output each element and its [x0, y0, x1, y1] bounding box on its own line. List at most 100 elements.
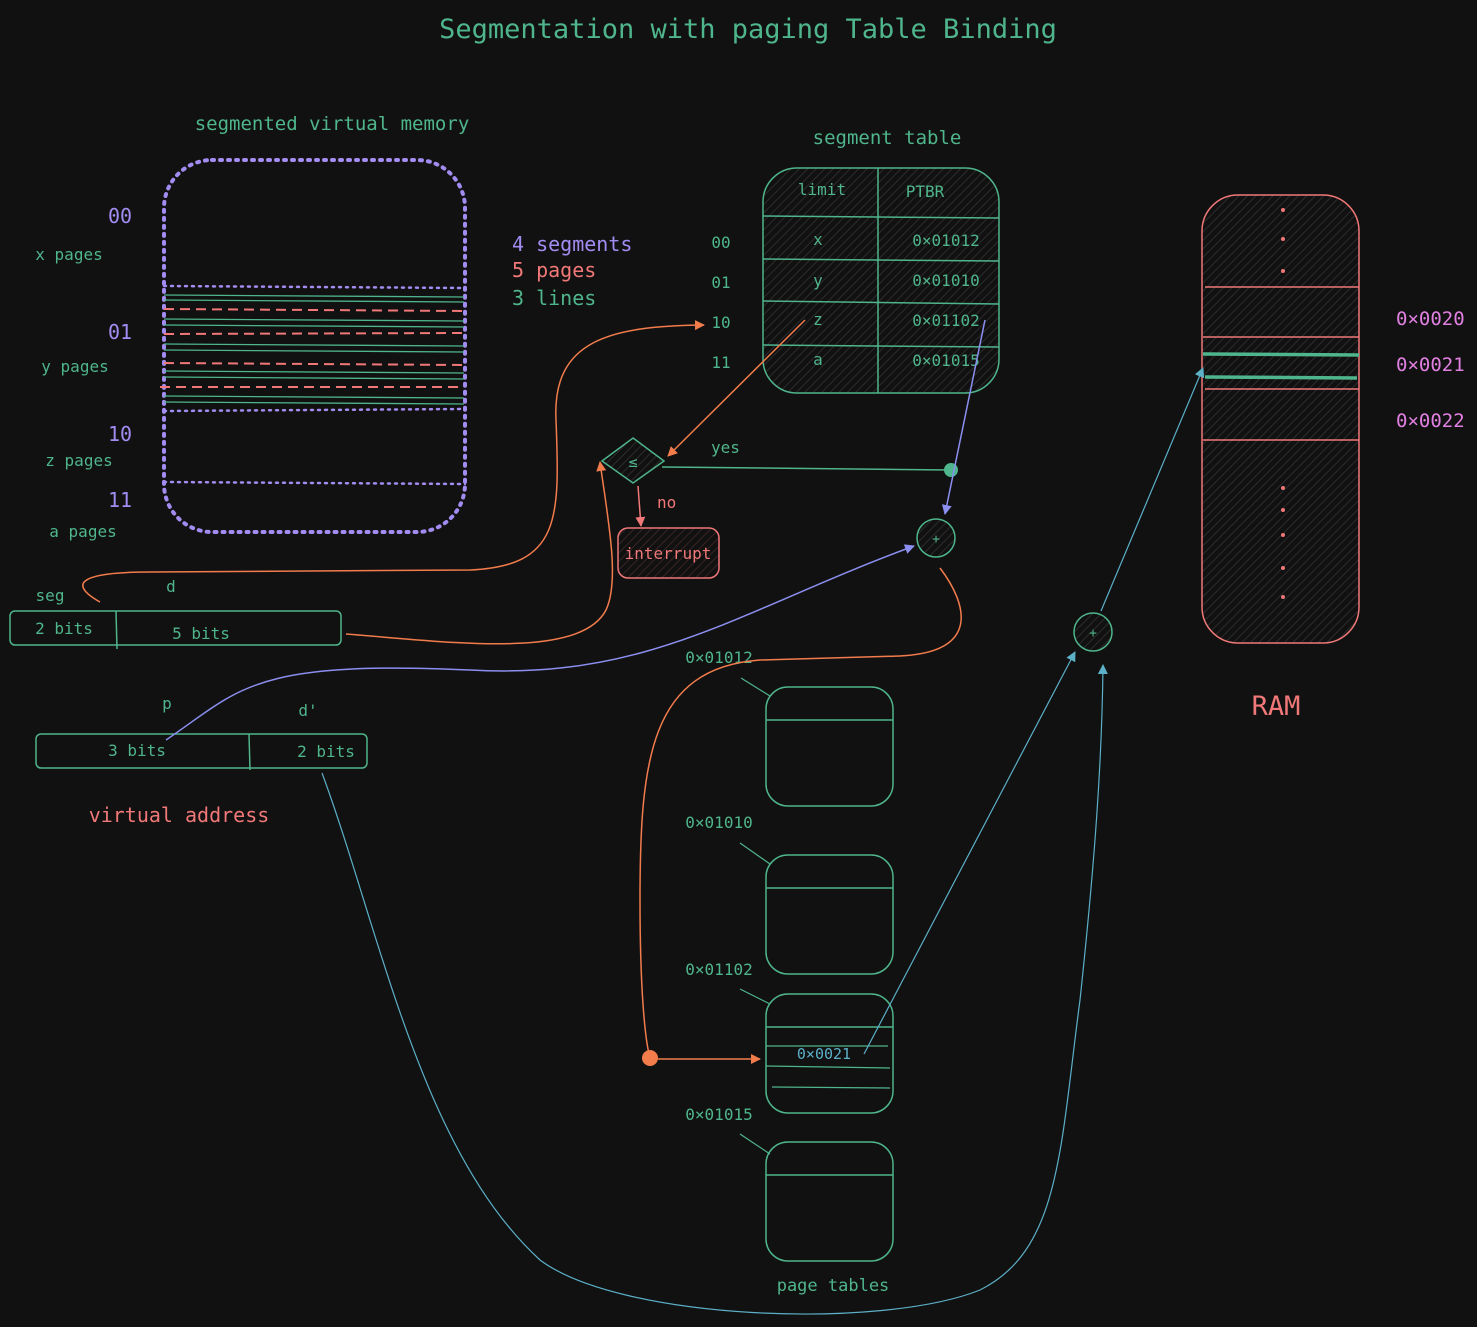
adder-symbol: +	[1089, 626, 1097, 641]
compare-no-label: no	[657, 493, 676, 512]
ram-line-highlight	[1202, 352, 1360, 357]
table-row-divider	[762, 344, 1000, 348]
ram-ellipsis-dot	[1281, 595, 1285, 599]
segment-label: z pages	[45, 451, 112, 470]
memory-line	[163, 343, 465, 347]
ram-frame-address: 0×0022	[1396, 410, 1465, 432]
page-table-entry-line	[771, 1086, 891, 1089]
ram-frame-address: 0×0021	[1396, 354, 1465, 376]
pagetable-entry-dot	[642, 1050, 658, 1066]
table-row-index: 11	[711, 353, 730, 372]
segment-divider	[162, 284, 467, 290]
legend-lines: 3 lines	[512, 286, 596, 310]
frame-adder	[1073, 612, 1113, 652]
virtual-address-title: virtual address	[89, 803, 270, 827]
memory-line	[163, 349, 465, 353]
memory-line	[163, 318, 465, 322]
page-table	[765, 686, 894, 807]
table-row-divider	[762, 300, 1000, 305]
ram-ellipsis-dot	[1281, 533, 1285, 537]
segment-label: y pages	[41, 357, 108, 376]
p-to-adder-arrow	[165, 544, 915, 741]
table-header-limit: limit	[798, 180, 846, 199]
interrupt-box	[617, 527, 720, 579]
diagram-title: Segmentation with paging Table Binding	[439, 14, 1057, 45]
ptbr-adder	[916, 518, 956, 558]
offset-to-adder-arrow	[321, 664, 1108, 1315]
memory-line	[163, 395, 465, 399]
legend-pages: 5 pages	[512, 258, 596, 282]
seg-bits: 2 bits	[35, 619, 93, 638]
page-table-address: 0×01015	[685, 1105, 752, 1124]
segment-divider	[162, 480, 467, 486]
dprime-bits: 2 bits	[297, 742, 355, 761]
compare-yes-label: yes	[711, 438, 740, 457]
segment-id: 11	[108, 488, 132, 512]
adder-to-pagetable-path	[639, 567, 962, 1059]
legend-segments: 4 segments	[512, 232, 632, 256]
seg-to-table-arrow	[82, 320, 705, 603]
address-field-divider	[115, 610, 118, 650]
page-table-leader	[739, 1133, 771, 1155]
segment-table-title: segment table	[813, 127, 962, 149]
page-boundary	[163, 332, 465, 335]
page-boundary	[163, 308, 465, 312]
page-boundary	[163, 362, 465, 366]
memory-line	[163, 370, 465, 374]
page-tables-title: page tables	[777, 1276, 890, 1296]
table-row-index: 10	[711, 313, 730, 332]
seg-field-label: seg	[36, 586, 65, 605]
memory-line	[163, 376, 465, 380]
d-to-compare-arrow	[345, 461, 614, 645]
page-table-leader	[739, 988, 771, 1005]
adder-symbol: +	[932, 532, 940, 547]
table-row-index: 00	[711, 233, 730, 252]
dprime-field-label: d'	[298, 701, 317, 720]
segment-label: x pages	[35, 245, 102, 264]
d-field-label: d	[166, 577, 176, 596]
memory-line	[163, 299, 465, 303]
seg-d-address-box	[9, 610, 342, 646]
memory-line	[163, 294, 465, 298]
page-table-address: 0×01010	[685, 813, 752, 832]
ptbr-to-adder-arrow	[941, 319, 986, 515]
page-table-address: 0×01102	[685, 960, 752, 979]
no-to-interrupt-arrow	[635, 485, 646, 527]
d-bits: 5 bits	[172, 624, 230, 643]
address-field-divider	[248, 733, 251, 771]
page-table-address: 0×01012	[685, 648, 752, 667]
memory-line	[163, 401, 465, 405]
ram-frame-address: 0×0020	[1396, 308, 1465, 330]
segment-table	[762, 167, 1000, 394]
interrupt-label: interrupt	[625, 544, 712, 563]
limit-to-compare-arrow	[667, 319, 806, 457]
memory-line	[163, 324, 465, 328]
page-table	[765, 1141, 894, 1262]
ram-title: RAM	[1252, 691, 1301, 722]
table-cell-limit: x	[813, 230, 823, 249]
virtual-memory-title: segmented virtual memory	[195, 113, 470, 135]
virtual-memory-block	[162, 158, 467, 534]
adder-to-ram-arrow	[1100, 367, 1205, 612]
ram-block	[1201, 194, 1360, 644]
segment-id: 01	[108, 320, 132, 344]
compare-symbol: ≤	[628, 453, 637, 471]
table-cell-limit: y	[813, 271, 823, 290]
page-table-leader	[739, 842, 771, 865]
yes-connector	[661, 466, 952, 471]
ram-ellipsis-dot	[1281, 208, 1285, 212]
page-table	[765, 854, 894, 975]
ram-line-highlight	[1204, 375, 1358, 380]
table-cell-ptbr: 0×01102	[912, 311, 979, 330]
ram-ellipsis-dot	[1281, 269, 1285, 273]
table-cell-ptbr: 0×01015	[912, 351, 979, 370]
table-header-ptbr: PTBR	[906, 182, 945, 201]
table-row-index: 01	[711, 273, 730, 292]
ram-ellipsis-dot	[1281, 486, 1285, 490]
page-table-active	[765, 993, 894, 1114]
ram-ellipsis-dot	[1281, 508, 1285, 512]
page-table-entry: 0×0021	[797, 1045, 851, 1063]
page-table-leader	[740, 677, 771, 697]
